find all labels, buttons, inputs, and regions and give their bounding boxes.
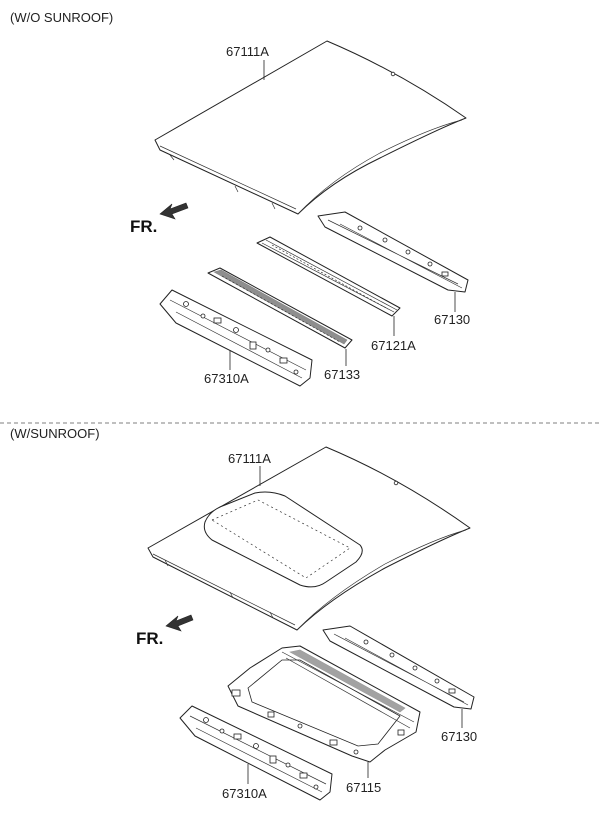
part-number-roof-panel: 67111A xyxy=(226,44,269,59)
part-number-roof-panel-sunroof: 67111A xyxy=(228,451,271,466)
front-arrow-icon xyxy=(159,202,189,220)
rear-rail-w-sunroof xyxy=(322,625,475,710)
section-heading-wo-sunroof: (W/O SUNROOF) xyxy=(10,10,113,25)
sunroof-opening xyxy=(203,491,363,588)
front-direction-marker: FR. xyxy=(130,202,189,236)
roof-panel-wo-sunroof xyxy=(154,40,467,215)
roof-panel-w-sunroof xyxy=(147,446,471,631)
part-number-rear-rail-sunroof: 67130 xyxy=(441,729,477,744)
center-bow-wo-sunroof xyxy=(256,236,401,317)
front-direction-marker-sunroof: FR. xyxy=(136,614,194,648)
sunroof-frame xyxy=(227,645,421,763)
front-rail-wo-sunroof xyxy=(159,289,313,387)
rear-rail-wo-sunroof xyxy=(317,211,469,293)
part-number-center-bow: 67121A xyxy=(371,338,416,353)
front-marker-label-sunroof: FR. xyxy=(136,629,163,648)
part-number-rear-rail: 67130 xyxy=(434,312,470,327)
front-marker-label: FR. xyxy=(130,217,157,236)
front-arrow-icon-sunroof xyxy=(165,614,194,632)
part-number-front-rail-sunroof: 67310A xyxy=(222,786,267,801)
section-heading-w-sunroof: (W/SUNROOF) xyxy=(10,426,100,441)
part-number-front-rail: 67310A xyxy=(204,371,249,386)
part-number-front-bow: 67133 xyxy=(324,367,360,382)
part-number-sunroof-frame: 67115 xyxy=(346,780,381,795)
front-bow-wo-sunroof xyxy=(207,267,353,349)
front-rail-w-sunroof xyxy=(179,705,333,801)
